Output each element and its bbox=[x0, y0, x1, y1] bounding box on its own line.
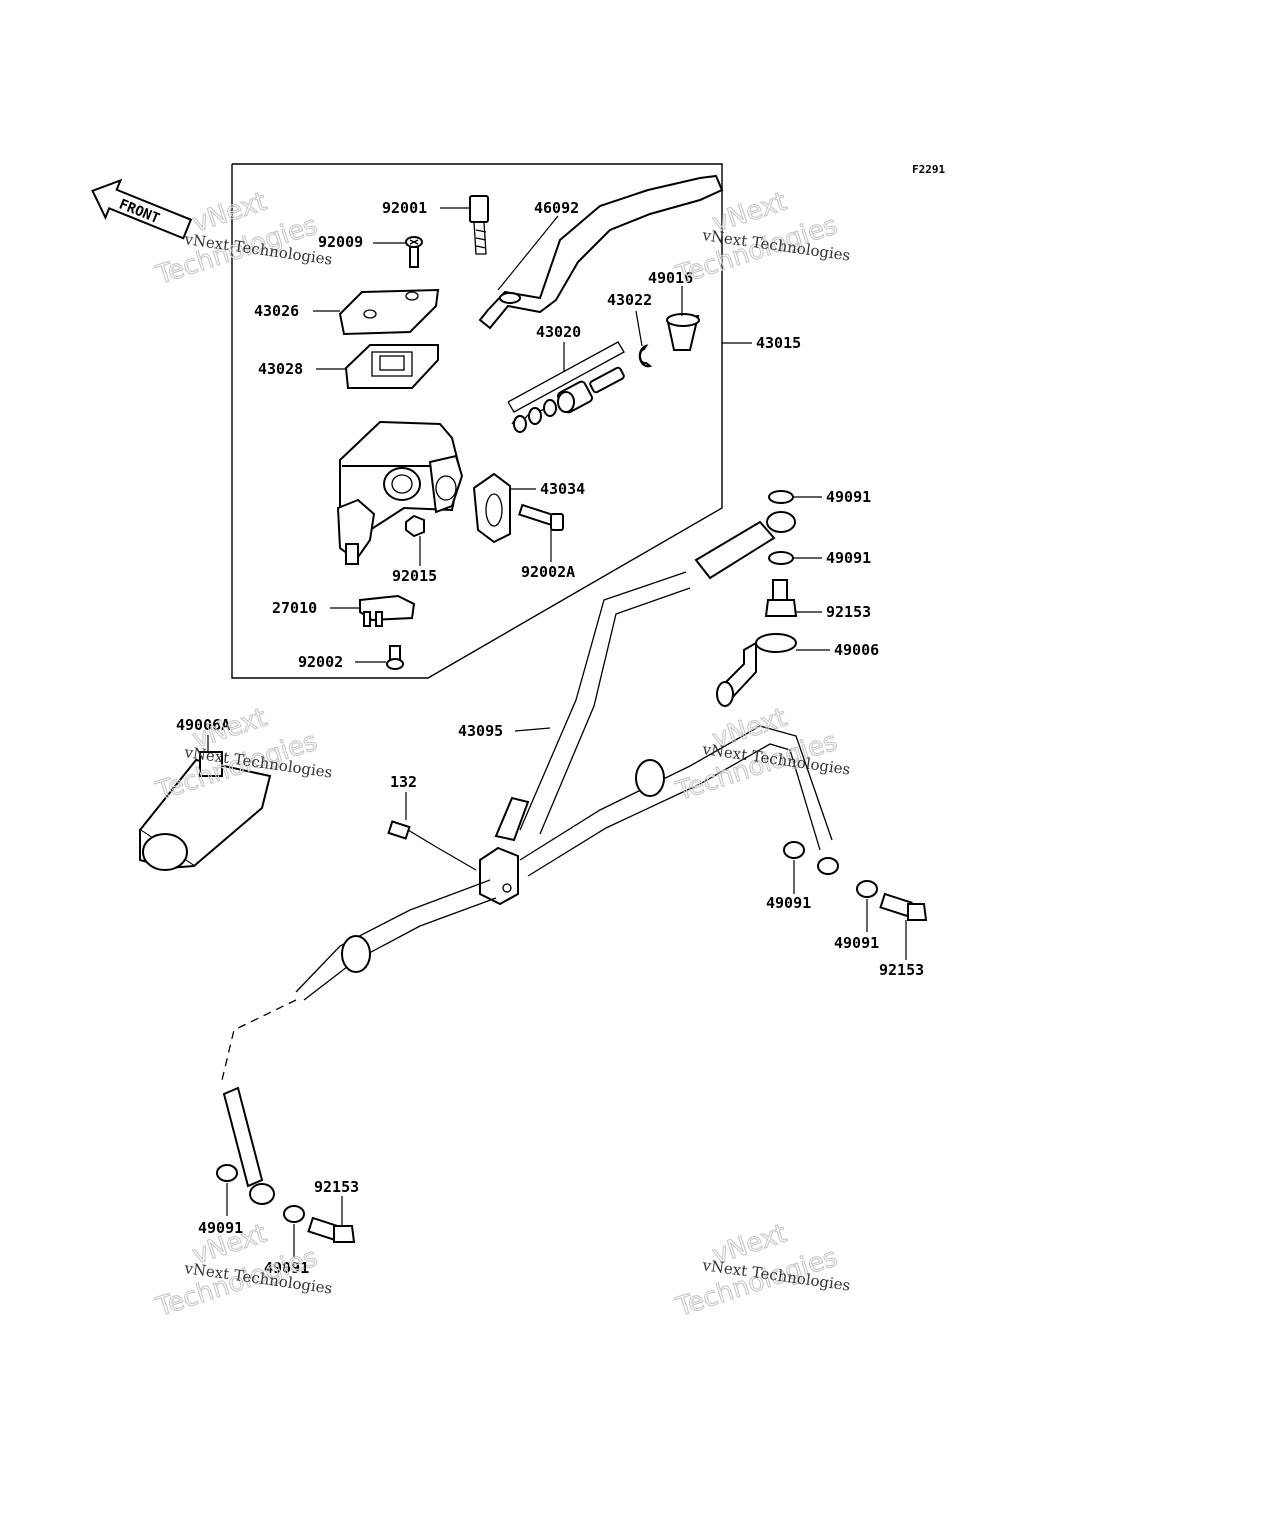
callout-92002A: 92002A bbox=[521, 563, 575, 581]
brake-hose-left bbox=[221, 879, 497, 1205]
brake-hose-43095 bbox=[494, 520, 776, 842]
callout-46092: 46092 bbox=[534, 199, 579, 217]
figure-code: F2291 bbox=[912, 163, 945, 176]
callout-labels: 92001 46092 92009 49016 43026 43022 4302… bbox=[176, 199, 924, 1277]
watermark-top-left: vNext Technologies vNext Technologies bbox=[151, 186, 333, 291]
watermark-top-right: vNext Technologies vNext Technologies bbox=[671, 186, 851, 291]
brake-hose-right bbox=[519, 725, 839, 877]
washer-49091-e bbox=[216, 1164, 238, 1182]
callout-92002: 92002 bbox=[298, 653, 343, 671]
three-way-joint bbox=[479, 846, 519, 906]
brake-switch bbox=[359, 594, 416, 627]
callout-43034: 43034 bbox=[540, 480, 585, 498]
callout-49091-e: 49091 bbox=[198, 1219, 243, 1237]
washer-49091-b bbox=[768, 551, 794, 565]
callout-43022: 43022 bbox=[607, 291, 652, 309]
callout-132: 132 bbox=[390, 773, 417, 791]
callout-43028: 43028 bbox=[258, 360, 303, 378]
joint-bolt bbox=[387, 820, 439, 849]
assembly-43015-frame bbox=[231, 163, 723, 679]
diaphragm bbox=[344, 344, 439, 389]
banjo-bolt-92153-c bbox=[307, 1216, 356, 1243]
callout-49091-d: 49091 bbox=[834, 934, 879, 952]
switch-screw bbox=[386, 645, 404, 670]
callout-49091-c: 49091 bbox=[766, 894, 811, 912]
callout-49091-b: 49091 bbox=[826, 549, 871, 567]
circlip bbox=[638, 344, 653, 368]
callout-92153-c: 92153 bbox=[314, 1178, 359, 1196]
washer-49091-d bbox=[856, 880, 878, 898]
callout-92009: 92009 bbox=[318, 233, 363, 251]
callout-49091-f: 49091 bbox=[264, 1259, 309, 1277]
watermark-mid-right: vNext Technologies vNext Technologies bbox=[671, 702, 851, 807]
callout-49091-a: 49091 bbox=[826, 488, 871, 506]
banjo-bolt-92153-a bbox=[764, 579, 798, 617]
callout-92153-b: 92153 bbox=[879, 961, 924, 979]
banjo-bolt-92153-b bbox=[879, 892, 928, 921]
callout-92015: 92015 bbox=[392, 567, 437, 585]
master-cylinder-body bbox=[336, 420, 464, 565]
callout-27010: 27010 bbox=[272, 599, 317, 617]
washer-49091-a bbox=[768, 490, 794, 504]
washer-49091-f bbox=[283, 1205, 305, 1223]
dust-boot bbox=[666, 313, 700, 351]
nut bbox=[405, 514, 425, 538]
watermark-bottom-left: vNext Technologies vNext Technologies bbox=[151, 1218, 333, 1323]
watermark-bottom-right: vNext Technologies vNext Technologies bbox=[671, 1218, 851, 1323]
leader-lines bbox=[207, 207, 907, 1258]
reservoir-cap bbox=[338, 288, 440, 336]
callout-92153-a: 92153 bbox=[826, 603, 871, 621]
clamp-bolt bbox=[518, 503, 564, 531]
piston-kit bbox=[507, 341, 625, 433]
cap-screw bbox=[405, 236, 423, 268]
callout-49016: 49016 bbox=[648, 269, 693, 287]
callout-92001: 92001 bbox=[382, 199, 427, 217]
pivot-bolt bbox=[469, 195, 489, 255]
holder-clamp bbox=[472, 472, 511, 544]
washer-49091-c bbox=[783, 841, 805, 859]
banjo-fitting bbox=[766, 511, 796, 533]
callout-43020: 43020 bbox=[536, 323, 581, 341]
banjo-cover-49006 bbox=[716, 633, 797, 707]
callout-49006: 49006 bbox=[834, 641, 879, 659]
callout-43095: 43095 bbox=[458, 722, 503, 740]
cover-49006A bbox=[138, 751, 272, 871]
front-arrow-icon: FRONT bbox=[91, 178, 193, 240]
callout-49006A: 49006A bbox=[176, 716, 230, 734]
callout-43026: 43026 bbox=[254, 302, 299, 320]
callout-43015: 43015 bbox=[756, 334, 801, 352]
brake-lever bbox=[478, 174, 724, 330]
